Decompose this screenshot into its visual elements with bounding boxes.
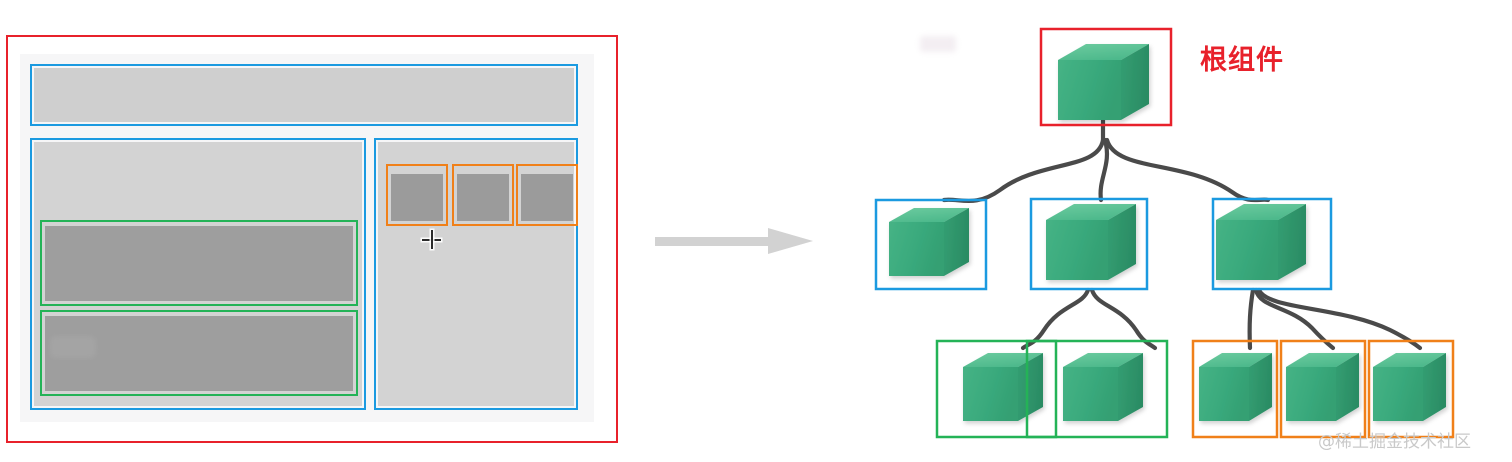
tree-edges (941, 117, 1423, 351)
tree-edge-c3-g5 (1256, 287, 1423, 351)
tree-node-g2-cube (1063, 353, 1143, 421)
mockup-card-a-fill (45, 226, 353, 301)
tree-node-g1-box (935, 339, 1058, 439)
mockup-region-thumbnail-1 (386, 164, 448, 226)
root-component-label: 根组件 (1200, 45, 1284, 76)
tree-edge-c2-g1 (1020, 287, 1091, 351)
tree-edge-c3-g3 (1247, 287, 1256, 351)
mockup-thumbnail-2-fill (457, 174, 509, 221)
tree-edge-root-c3 (1104, 137, 1271, 203)
tree-node-root-box (1039, 27, 1173, 127)
tree-edge-root-c1 (941, 137, 1106, 204)
mockup-thumbnail-1-fill (391, 174, 443, 221)
tree-edge-c2-g2 (1089, 287, 1158, 351)
mockup-region-thumbnail-2 (452, 164, 514, 226)
tree-node-g5-cube (1373, 353, 1446, 421)
watermark-text: @稀土掘金技术社区 (1318, 432, 1471, 452)
faint-watermark-smudge (920, 36, 956, 52)
mockup-header-fill (34, 68, 574, 122)
tree-node-c1-cube (889, 208, 969, 276)
tree-node-g3-cube (1199, 353, 1272, 421)
tree-node-g5-box (1367, 339, 1455, 439)
mockup-thumbnail-3-fill (521, 174, 573, 221)
mockup-card-b-smudge (50, 336, 96, 358)
mockup-region-card-a (40, 220, 358, 306)
tree-edge-root-c2 (1098, 137, 1110, 203)
tree-node-c1-box (874, 198, 988, 291)
tree-node-g4-box (1279, 339, 1367, 439)
tree-node-c2-box (1029, 197, 1149, 291)
tree-node-g4-cube (1286, 353, 1359, 421)
mockup-region-thumbnail-3 (516, 164, 578, 226)
mockup-region-card-b (40, 310, 358, 396)
tree-edge-c3-g4 (1253, 287, 1336, 351)
tree-node-c2-cube (1046, 204, 1136, 280)
tree-node-c3-cube (1216, 204, 1306, 280)
tree-node-g3-box (1191, 339, 1279, 439)
arrow-head (768, 228, 813, 254)
crosshair-cursor-icon (422, 230, 441, 249)
tree-node-c3-box (1211, 197, 1333, 291)
transform-arrow-icon (655, 228, 815, 254)
tree-node-g2-box (1025, 339, 1169, 439)
mockup-card-b-fill (45, 316, 353, 391)
mockup-surface (20, 54, 594, 422)
tree-node-root-cube (1058, 44, 1149, 120)
mockup-region-header (30, 64, 578, 126)
arrow-shaft (655, 237, 773, 246)
crosshair-vertical (430, 230, 433, 249)
tree-node-g1-cube (963, 353, 1043, 421)
mockup-root-outline (6, 35, 618, 443)
